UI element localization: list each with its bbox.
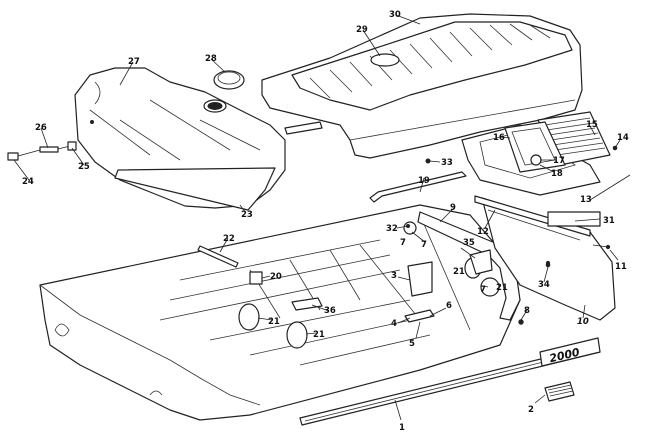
- latch-clip: [404, 309, 435, 323]
- hood-pan: [39, 204, 521, 421]
- callout-24: 24: [22, 177, 34, 187]
- callout-4: 4: [391, 319, 397, 329]
- callout-11: 11: [615, 262, 627, 272]
- callout-21c: 21: [453, 267, 465, 277]
- callout-7b: 7: [480, 285, 486, 295]
- callout-7a: 7: [421, 240, 427, 250]
- callout-23: 23: [241, 210, 253, 220]
- callout-25: 25: [78, 162, 90, 172]
- decal-plate: [547, 211, 601, 227]
- rail-bolt: [518, 319, 524, 325]
- callout-27: 27: [128, 57, 140, 67]
- callout-1: 1: [399, 423, 405, 433]
- callout-15: 15: [586, 120, 598, 130]
- gas-cap: [213, 70, 245, 90]
- seat: [261, 13, 583, 159]
- bolt: [425, 158, 431, 164]
- decal: [544, 381, 575, 402]
- callout-12: 12: [477, 227, 489, 237]
- callout-6: 6: [446, 301, 452, 311]
- callout-19: 19: [418, 176, 430, 186]
- callout-33: 33: [441, 158, 453, 168]
- rail-bracket: [469, 249, 493, 275]
- grommet: [238, 257, 482, 349]
- leader-lines: [13, 14, 631, 421]
- callout-10: 10: [577, 317, 589, 327]
- hood-hinge: [197, 245, 239, 268]
- callout-20: 20: [270, 272, 282, 282]
- callout-labels: 1 2 3 4 5 6 7 7 7 8 9 10 11 12 13 14 15 …: [22, 10, 629, 433]
- callout-35: 35: [463, 238, 475, 248]
- fuel-fittings: [7, 141, 77, 161]
- callout-2: 2: [528, 405, 534, 415]
- callout-14: 14: [617, 133, 629, 143]
- filler-neck: [203, 99, 227, 113]
- callout-16: 16: [493, 133, 505, 143]
- callout-32: 32: [386, 224, 398, 234]
- cable-clip: [291, 297, 323, 311]
- bracket: [249, 271, 263, 285]
- callout-28: 28: [205, 54, 217, 64]
- panel-bolt: [592, 244, 611, 250]
- callout-3: 3: [391, 271, 397, 281]
- callout-17: 17: [553, 156, 565, 166]
- callout-7c: 7: [400, 238, 406, 248]
- callout-26: 26: [35, 123, 47, 133]
- seat-latch: [284, 121, 323, 135]
- callout-13: 13: [580, 195, 592, 205]
- callout-21a: 21: [268, 317, 280, 327]
- callout-8: 8: [524, 306, 530, 316]
- callout-9: 9: [450, 203, 456, 213]
- callout-18: 18: [551, 169, 563, 179]
- hood-latch: [407, 261, 433, 297]
- seat-emblem: [370, 53, 400, 67]
- callout-22: 22: [223, 234, 235, 244]
- callout-30: 30: [389, 10, 401, 20]
- tank-pad: [114, 167, 276, 211]
- callout-36: 36: [324, 306, 336, 316]
- tail-bulb: [530, 154, 542, 166]
- callout-5: 5: [409, 339, 415, 349]
- trim-stripe: [299, 337, 601, 426]
- wire-harness: [369, 171, 467, 203]
- callout-21d: 21: [496, 283, 508, 293]
- nut: [545, 262, 551, 268]
- callout-21b: 21: [313, 330, 325, 340]
- callout-31: 31: [603, 216, 615, 226]
- callout-29: 29: [356, 25, 368, 35]
- callout-34: 34: [538, 280, 550, 290]
